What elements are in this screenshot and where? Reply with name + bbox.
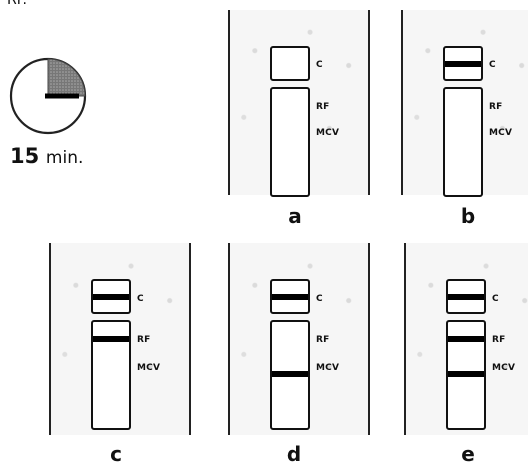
control-window (443, 46, 483, 81)
zone-label-rf: RF (137, 335, 151, 345)
rf-band (448, 336, 484, 342)
zone-label-mcv: MCV (316, 128, 340, 138)
timer-unit: min. (45, 148, 84, 168)
header-partial-text: RF. (7, 0, 27, 8)
panel-caption-c: c (110, 442, 122, 466)
test-strip (270, 279, 310, 430)
zone-label-mcv: MCV (492, 363, 516, 373)
zone-label-c: C (316, 294, 323, 304)
test-panel-b: C RF MCV (401, 10, 528, 197)
control-window (91, 279, 131, 314)
test-strip (270, 46, 310, 197)
control-band (93, 294, 129, 300)
measurement-window (443, 87, 483, 197)
measurement-window (270, 87, 310, 197)
control-band (448, 294, 484, 300)
zone-label-c: C (137, 294, 144, 304)
zone-label-c: C (316, 60, 323, 70)
measurement-window (270, 320, 310, 430)
panel-caption-b: b (460, 204, 476, 228)
test-strip (91, 279, 131, 430)
control-band (445, 61, 481, 67)
zone-label-c: C (492, 294, 499, 304)
control-window (270, 279, 310, 314)
zone-label-rf: RF (489, 102, 503, 112)
zone-label-mcv: MCV (137, 363, 161, 373)
mcv-band (272, 371, 308, 377)
timer-label: 15 min. (10, 143, 83, 171)
zone-label-rf: RF (316, 102, 330, 112)
mcv-band (448, 371, 484, 377)
test-panel-c: C RF MCV (49, 243, 191, 435)
zone-label-rf: RF (492, 335, 506, 345)
test-panel-e: C RF MCV (404, 243, 528, 435)
test-panel-d: C RF MCV (228, 243, 370, 435)
control-window (446, 279, 486, 314)
timer-minutes: 15 (10, 144, 40, 168)
zone-label-mcv: MCV (316, 363, 340, 373)
control-band (272, 294, 308, 300)
measurement-window (91, 320, 131, 430)
test-strip (443, 46, 483, 197)
rf-band (93, 336, 129, 342)
zone-label-rf: RF (316, 335, 330, 345)
measurement-window (446, 320, 486, 430)
zone-label-mcv: MCV (489, 128, 513, 138)
panel-caption-a: a (288, 204, 302, 228)
panel-caption-e: e (461, 442, 475, 466)
panel-caption-d: d (286, 442, 302, 466)
clock-icon (9, 57, 87, 135)
test-strip (446, 279, 486, 430)
zone-label-c: C (489, 60, 496, 70)
test-panel-a: C RF MCV (228, 10, 370, 197)
control-window (270, 46, 310, 81)
